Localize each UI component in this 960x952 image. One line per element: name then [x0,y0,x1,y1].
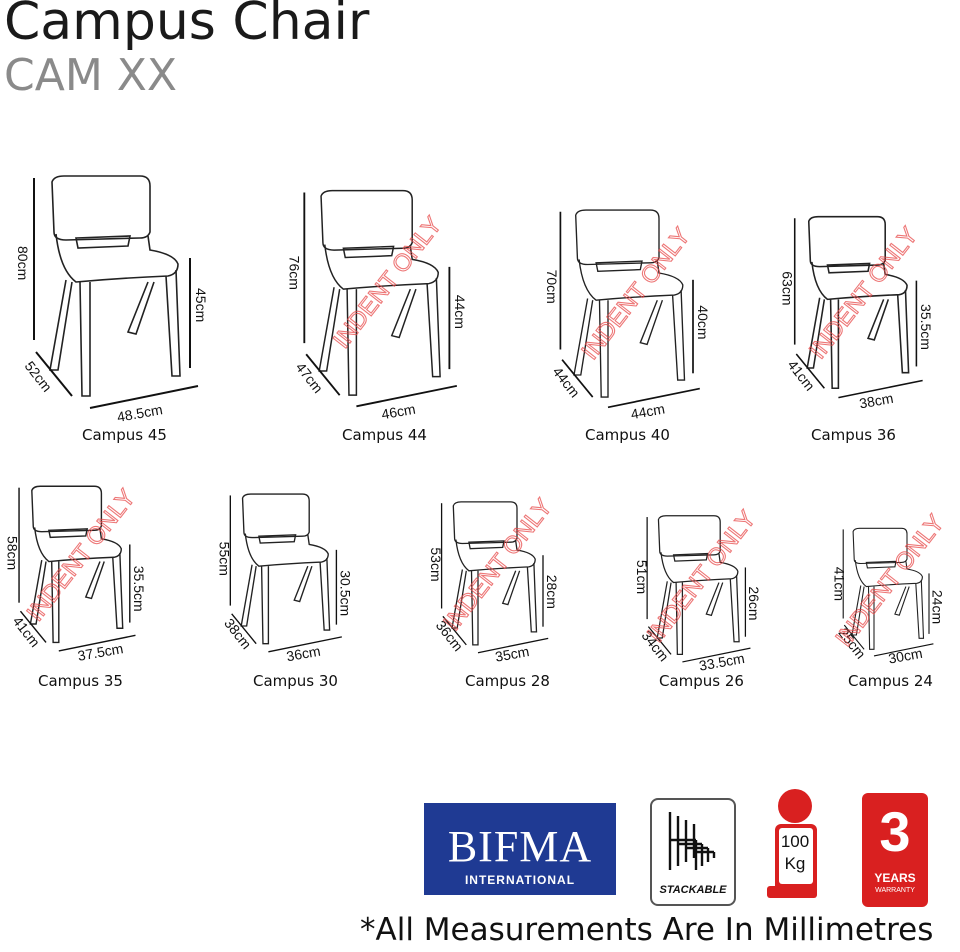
seat-width-label: 46cm [380,401,416,423]
weight-capacity-badge: 100 Kg [763,786,821,906]
overall-height-label: 80cm [15,246,31,280]
chair-model-name: Campus 36 [811,426,896,444]
indent-only-watermark: INDENT ONLY [438,494,557,636]
chair-outline [29,485,124,644]
seat-height-label: 26cm [746,586,762,620]
seat-height-label: 44cm [452,295,468,329]
seat-height-label: 35.5cm [918,304,934,350]
seat-width-label: 33.5cm [698,650,746,674]
overall-height-label: 53cm [428,547,444,581]
warranty-badge: 3 YEARS WARRANTY [862,793,928,907]
indent-only-watermark: INDENT ONLY [22,484,141,626]
dimension-lines [303,192,458,408]
chair-model-name: Campus 28 [465,672,550,690]
seat-height-label: 24cm [929,590,945,624]
weight-unit: Kg [784,854,806,873]
chair-outline [851,527,925,650]
overall-height-label: 55cm [216,542,232,576]
dimension-lines [793,218,923,399]
chair-model-name: Campus 30 [253,672,338,690]
indent-only-watermark: INDENT ONLY [642,506,761,648]
overall-height-label: 41cm [831,567,847,601]
chair-drawing: 80cm 45cm 52cm 48.5cm [15,175,209,425]
chair-outline [806,215,910,390]
seat-depth-label: 52cm [22,358,56,395]
overall-height-label: 63cm [779,271,795,305]
seat-width-label: 37.5cm [76,640,124,664]
seat-depth-label: 38cm [221,615,255,652]
weight-person-icon [767,789,817,898]
chair-model-name: Campus 35 [38,672,123,690]
chair-outline [49,175,181,397]
overall-height-label: 51cm [634,560,650,594]
chair-drawing: 55cm 30.5cm 38cm 36cm [216,493,353,664]
seat-height-label: 40cm [695,305,711,339]
stackable-label: STACKABLE [659,884,727,896]
seat-width-label: 35cm [494,643,530,665]
chair-outline [240,493,331,645]
chair-model-name: Campus 26 [659,672,744,690]
bifma-logo-text: BIFMA [447,822,593,871]
seat-width-label: 48.5cm [116,401,164,425]
page-title: Campus Chair [4,0,370,52]
model-code: CAM XX [4,50,178,101]
chair-model-name: Campus 45 [82,426,167,444]
chair-outline [573,209,686,398]
warranty-years-label: YEARS [874,871,916,885]
measurement-note: *All Measurements Are In Millimetres [360,912,934,948]
seat-height-label: 35.5cm [131,566,147,612]
dimension-lines [559,211,700,409]
bifma-badge: BIFMA INTERNATIONAL [424,803,616,895]
seat-height-label: 30.5cm [337,570,353,616]
chair-model-name: Campus 40 [585,426,670,444]
dimension-lines [842,529,934,657]
chair-outline [451,501,538,646]
seat-height-label: 45cm [193,288,209,322]
chair-model-name: Campus 44 [342,426,427,444]
dimension-lines [33,178,199,409]
seat-depth-label: 47cm [293,359,327,396]
seat-depth-label: 44cm [550,364,584,401]
bifma-sub-text: INTERNATIONAL [464,873,576,887]
overall-height-label: 76cm [286,256,302,290]
chair-outline [318,189,441,396]
weight-value: 100 [780,832,810,851]
dimension-lines [440,503,549,654]
seat-width-label: 36cm [285,643,321,665]
dimension-lines [18,487,136,652]
overall-height-label: 70cm [544,270,560,304]
chair-outline [656,515,740,656]
seat-height-label: 28cm [544,575,560,609]
chair-model-name: Campus 24 [848,672,933,690]
stackable-icon [668,812,716,870]
seat-width-label: 30cm [887,645,923,667]
seat-width-label: 44cm [630,400,666,422]
dimension-lines [646,517,751,663]
dimension-lines [229,495,342,653]
warranty-years-number: 3 [879,800,911,863]
overall-height-label: 58cm [5,536,21,570]
seat-width-label: 38cm [858,390,894,412]
warranty-label: WARRANTY [875,887,915,894]
stackable-badge: STACKABLE [650,798,736,906]
